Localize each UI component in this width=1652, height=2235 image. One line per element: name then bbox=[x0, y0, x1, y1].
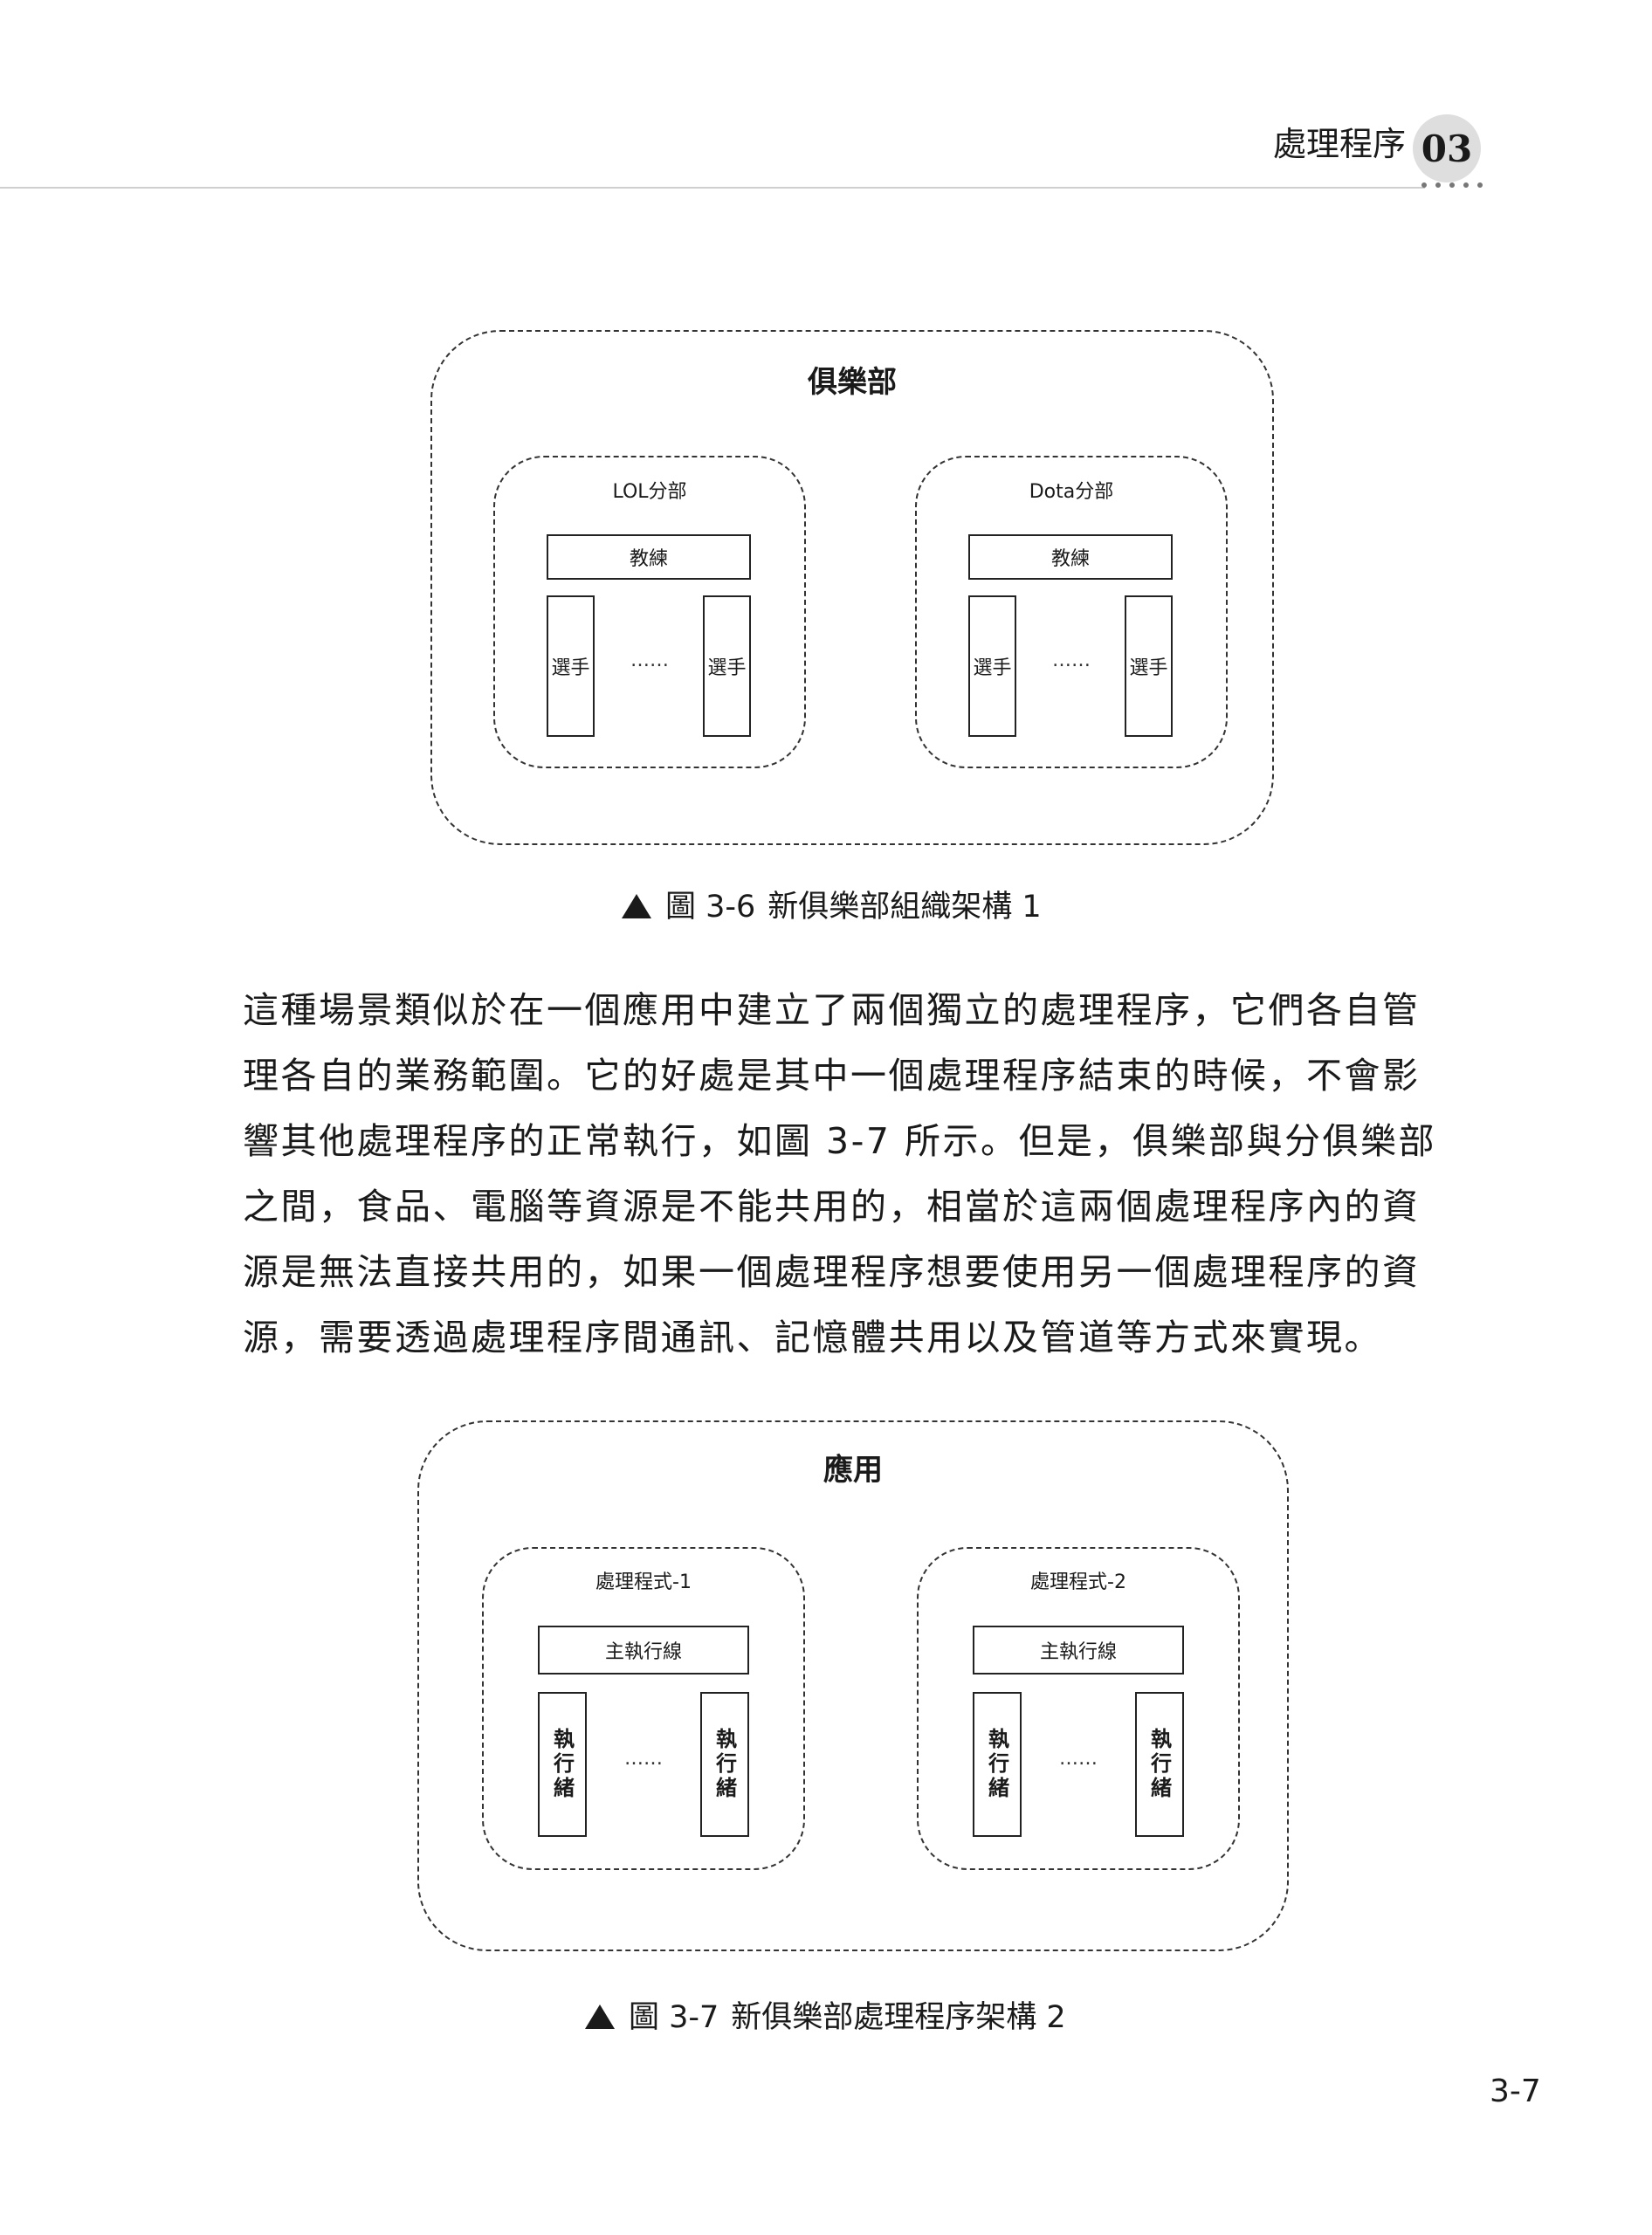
caption-text: 新俱樂部組織架構 1 bbox=[767, 890, 1042, 925]
page-number: 3-7 bbox=[1490, 2073, 1541, 2109]
body-paragraph: 這種場景類似於在一個應用中建立了兩個獨立的處理程序，它們各自管 理各自的業務範圍… bbox=[243, 978, 1483, 1371]
process-2-label: 處理程式-2 bbox=[1030, 1571, 1126, 1593]
club-outer-box bbox=[430, 330, 1274, 845]
dota-player-right: 選手 bbox=[1125, 595, 1173, 737]
thread-label: 執行緒 bbox=[549, 1728, 575, 1801]
process-1-main-thread: 主執行線 bbox=[538, 1626, 749, 1675]
triangle-icon bbox=[585, 2005, 615, 2029]
process-2-thread-left: 執行緒 bbox=[973, 1692, 1022, 1837]
process-2-ellipsis: …… bbox=[1059, 1748, 1098, 1770]
process-2-box bbox=[917, 1547, 1240, 1870]
caption-text: 新俱樂部處理程序架構 2 bbox=[731, 2000, 1066, 2035]
lol-coach-box: 教練 bbox=[547, 534, 751, 580]
paragraph-line: 這種場景類似於在一個應用中建立了兩個獨立的處理程序，它們各自管 bbox=[243, 989, 1421, 1031]
process-1-thread-left: 執行緒 bbox=[538, 1692, 587, 1837]
caption-number: 圖 3-6 bbox=[665, 890, 756, 925]
application-outer-box bbox=[417, 1420, 1289, 1951]
thread-label: 執行緒 bbox=[1146, 1728, 1172, 1801]
figure-caption-3-7: 圖 3-7 新俱樂部處理程序架構 2 bbox=[585, 1992, 1078, 2037]
chapter-badge: 03 bbox=[1413, 114, 1481, 182]
lol-branch-box bbox=[493, 456, 806, 768]
dota-ellipsis: …… bbox=[1052, 650, 1091, 671]
lol-player-right: 選手 bbox=[703, 595, 751, 737]
process-1-box bbox=[482, 1547, 805, 1870]
dota-branch-label: Dota分部 bbox=[1029, 481, 1114, 503]
dota-player-left: 選手 bbox=[968, 595, 1016, 737]
paragraph-line: 響其他處理程序的正常執行，如圖 3-7 所示。但是，俱樂部與分俱樂部 bbox=[243, 1120, 1437, 1162]
caption-number: 圖 3-7 bbox=[629, 2000, 719, 2035]
dota-branch-box bbox=[915, 456, 1228, 768]
dota-coach-box: 教練 bbox=[968, 534, 1173, 580]
running-header-title: 處理程序 bbox=[1273, 125, 1407, 163]
thread-label: 執行緒 bbox=[712, 1728, 737, 1801]
header-rule bbox=[0, 187, 1425, 189]
badge-dots-decoration bbox=[1421, 182, 1483, 191]
paragraph-line: 源，需要透過處理程序間通訊、記憶體共用以及管道等方式來實現。 bbox=[243, 1317, 1382, 1358]
process-2-main-thread: 主執行線 bbox=[973, 1626, 1184, 1675]
process-1-label: 處理程式-1 bbox=[595, 1571, 692, 1593]
paragraph-line: 理各自的業務範圍。它的好處是其中一個處理程序結束的時候，不會影 bbox=[243, 1055, 1421, 1097]
paragraph-line: 之間，食品、電腦等資源是不能共用的，相當於這兩個處理程序內的資 bbox=[243, 1186, 1421, 1228]
application-title: 應用 bbox=[823, 1453, 883, 1488]
thread-label: 執行緒 bbox=[984, 1728, 1009, 1801]
process-1-ellipsis: …… bbox=[624, 1748, 663, 1770]
lol-player-left: 選手 bbox=[547, 595, 595, 737]
paragraph-line: 源是無法直接共用的，如果一個處理程序想要使用另一個處理程序的資 bbox=[243, 1251, 1421, 1293]
club-title: 俱樂部 bbox=[808, 365, 897, 400]
triangle-icon bbox=[622, 894, 651, 918]
lol-branch-label: LOL分部 bbox=[612, 481, 687, 503]
process-2-thread-right: 執行緒 bbox=[1135, 1692, 1184, 1837]
process-1-thread-right: 執行緒 bbox=[700, 1692, 749, 1837]
lol-ellipsis: …… bbox=[630, 650, 669, 671]
figure-caption-3-6: 圖 3-6 新俱樂部組織架構 1 bbox=[622, 882, 1054, 926]
